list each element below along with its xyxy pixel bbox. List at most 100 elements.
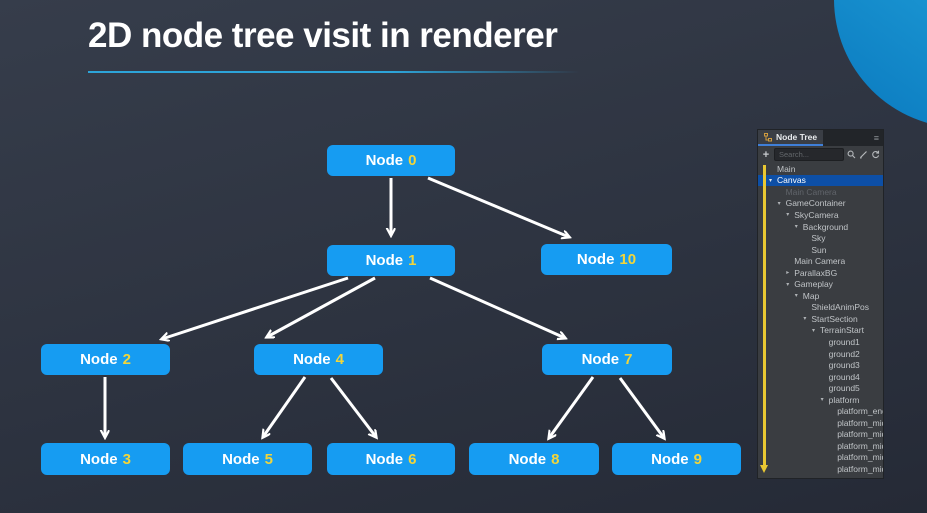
node-number: 9	[693, 450, 702, 468]
tree-item-platform-midc[interactable]: platform_midc	[758, 440, 883, 452]
panel-toolbar: +	[758, 146, 883, 163]
diagram-edge	[329, 377, 376, 437]
tree-item-canvas[interactable]: ▾ Canvas	[758, 174, 883, 187]
expand-arrow-icon[interactable]: ▾	[820, 397, 824, 404]
node-word: Node	[80, 351, 118, 368]
expand-arrow-icon[interactable]: ▾	[794, 293, 798, 300]
tree-item-startsection[interactable]: ▾StartSection	[758, 313, 883, 325]
tree-item-label: platform_midc	[837, 452, 883, 463]
tree-item-main-camera[interactable]: Main Camera	[758, 186, 883, 198]
tree-item-sun[interactable]: Sun	[758, 244, 883, 256]
tree-item-label: platform_midc	[837, 440, 883, 451]
tree-item-map[interactable]: ▾ Map	[758, 290, 883, 302]
node-number: 1	[408, 252, 417, 269]
tree-item-main[interactable]: Main	[758, 163, 883, 175]
node-word: Node	[581, 351, 620, 368]
node-tree-icon	[764, 132, 772, 141]
tree-item-label: platform	[828, 394, 860, 405]
node-number: 0	[408, 152, 417, 169]
diagram-edge	[618, 377, 664, 438]
node-word: Node	[651, 450, 689, 468]
tree-item-ground3[interactable]: ground3	[758, 359, 883, 371]
tree-item-label: Sun	[811, 244, 827, 255]
node-word: Node	[222, 450, 260, 468]
tree-item-label: ground1	[828, 336, 860, 347]
tab-node-tree[interactable]: Node Tree	[758, 130, 824, 146]
tree-item-label: platform_end_	[837, 406, 883, 417]
tree-item-shieldanimpos[interactable]: ShieldAnimPos	[758, 302, 883, 314]
edit-icon[interactable]	[859, 150, 868, 159]
tree-item-platform-midc[interactable]: platform_midc	[758, 475, 883, 478]
page-title: 2D node tree visit in renderer	[88, 16, 558, 55]
tree-item-label: Map	[802, 290, 820, 301]
tree-item-platform-midc[interactable]: platform_midc	[758, 429, 883, 441]
tree-item-parallaxbg[interactable]: ▸ ParallaxBG	[758, 267, 883, 279]
tree-item-platform-midc[interactable]: platform_midc	[758, 463, 883, 475]
tree-item-ground5[interactable]: ground5	[758, 382, 883, 394]
decorative-circle	[834, 0, 927, 128]
expand-arrow-icon[interactable]: ▾	[812, 327, 816, 334]
tree-item-label: platform_midc	[837, 429, 883, 440]
node-number: 8	[551, 450, 560, 468]
tree-item-gamecontainer[interactable]: ▾ GameContainer	[758, 198, 883, 210]
node-number: 10	[619, 251, 637, 268]
tree-item-platform-midc[interactable]: platform_midc	[758, 417, 883, 429]
tree-item-terrainstart[interactable]: ▾ TerrainStart	[758, 325, 883, 337]
diagram-edge	[162, 276, 349, 339]
title-underline	[88, 71, 580, 73]
diagram-edge	[549, 376, 595, 438]
node-word: Node	[508, 450, 547, 468]
expand-arrow-icon[interactable]: ▾	[769, 177, 773, 184]
refresh-icon[interactable]	[871, 150, 880, 159]
tree-item-background[interactable]: ▾ Background	[758, 221, 883, 233]
tree-item-ground1[interactable]: ground1	[758, 336, 883, 348]
tree-item-label: SkyCamera	[794, 209, 839, 220]
expand-arrow-icon[interactable]: ▾	[803, 316, 807, 323]
magnifier-icon[interactable]	[847, 150, 856, 159]
tree-item-label: ShieldAnimPos	[811, 302, 870, 313]
panel-menu-icon[interactable]: ≡	[873, 133, 879, 143]
tree-item-label: Canvas	[777, 175, 806, 186]
node-word: Node	[365, 152, 404, 169]
collapse-arrow-icon[interactable]: ▸	[786, 270, 790, 277]
expand-arrow-icon[interactable]: ▾	[786, 281, 790, 288]
expand-arrow-icon[interactable]: ▾	[794, 224, 798, 230]
tree-item-label: Main Camera	[794, 256, 846, 267]
tree-item-main-camera[interactable]: Main Camera	[758, 255, 883, 267]
node-word: Node	[576, 251, 615, 268]
expand-arrow-icon[interactable]: ▾	[786, 212, 790, 219]
tree-item-label: ground5	[828, 383, 860, 394]
tree-item-platform-midc[interactable]: platform_midc	[758, 452, 883, 464]
tree-item-platform-end-[interactable]: platform_end_	[758, 405, 883, 417]
tree-item-sky[interactable]: Sky	[758, 232, 883, 244]
diagram-edge	[429, 276, 565, 338]
tree-item-skycamera[interactable]: ▾ SkyCamera	[758, 209, 883, 221]
tree-item-label: Background	[802, 221, 849, 232]
diagram-edge	[427, 176, 569, 237]
tree-item-ground2[interactable]: ground2	[758, 348, 883, 360]
tree-item-label: GameContainer	[785, 198, 846, 209]
tree-item-label: ParallaxBG	[794, 267, 838, 278]
tree-item-gameplay[interactable]: ▾ Gameplay	[758, 278, 883, 290]
traversal-order-arrow	[760, 165, 768, 473]
node-word: Node	[80, 450, 118, 468]
tree-item-ground4[interactable]: ground4	[758, 371, 883, 383]
tree-item-platform[interactable]: ▾ platform	[758, 394, 883, 406]
tree-item-label: Main	[777, 163, 796, 174]
node-number: 5	[264, 450, 273, 468]
search-input[interactable]	[774, 148, 844, 161]
tree-item-label: platform_midc	[837, 463, 883, 474]
add-node-button[interactable]: +	[762, 148, 770, 161]
tree-item-label: TerrainStart	[820, 325, 864, 336]
expand-arrow-icon[interactable]: ▾	[777, 200, 781, 207]
node-number: 2	[122, 351, 131, 368]
tree-item-label: Gameplay	[794, 279, 833, 290]
